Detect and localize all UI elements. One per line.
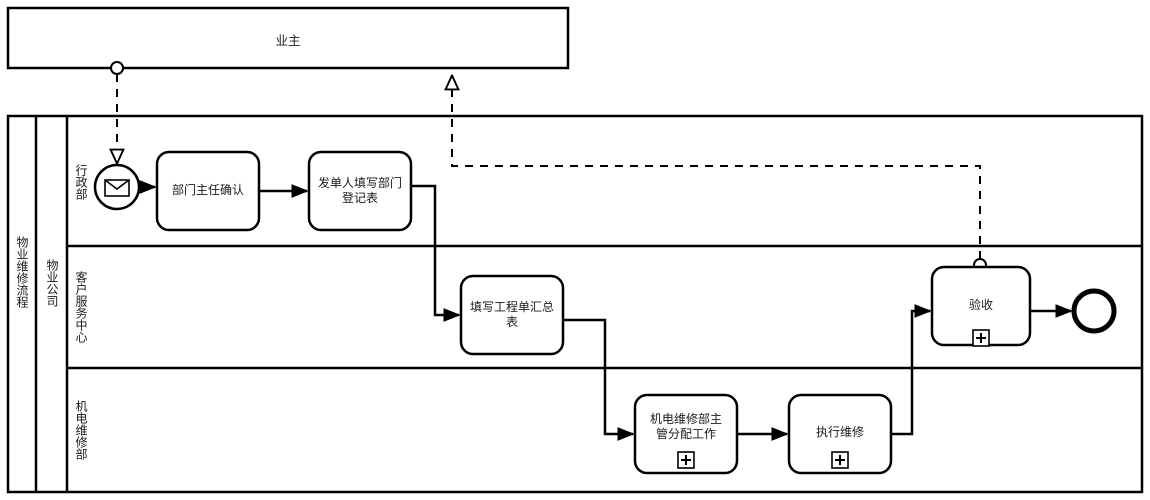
subprocess-marker-execute xyxy=(831,451,849,469)
sequence-flows xyxy=(139,180,1073,441)
process-title-label: 物业维修流程 xyxy=(15,236,29,308)
task-assign[interactable] xyxy=(633,393,739,475)
flow-summary-to-assign[interactable] xyxy=(563,318,635,441)
envelope-icon xyxy=(104,179,130,197)
end-event[interactable] xyxy=(1071,288,1117,334)
owner-pool-label: 业主 xyxy=(275,33,301,48)
company-pool-label: 物业公司 xyxy=(45,259,59,307)
owner-pool[interactable] xyxy=(6,6,570,70)
task-register[interactable] xyxy=(307,150,413,232)
lane-label-repair: 机电维修部 xyxy=(74,400,88,460)
task-confirm[interactable] xyxy=(155,150,261,232)
task-accept[interactable] xyxy=(930,265,1032,347)
task-summary[interactable] xyxy=(459,274,565,356)
subprocess-marker-assign xyxy=(677,451,695,469)
flow-register-to-summary[interactable] xyxy=(411,184,461,322)
lane-label-service: 客户服务中心 xyxy=(74,271,88,343)
start-message-event[interactable] xyxy=(93,163,141,211)
message-flow-owner-to-start[interactable] xyxy=(111,61,123,163)
task-execute[interactable] xyxy=(787,393,893,475)
subprocess-marker-accept xyxy=(972,329,990,347)
lane-label-admin: 行政部 xyxy=(74,164,88,200)
flow-execute-to-accept[interactable] xyxy=(890,304,932,436)
